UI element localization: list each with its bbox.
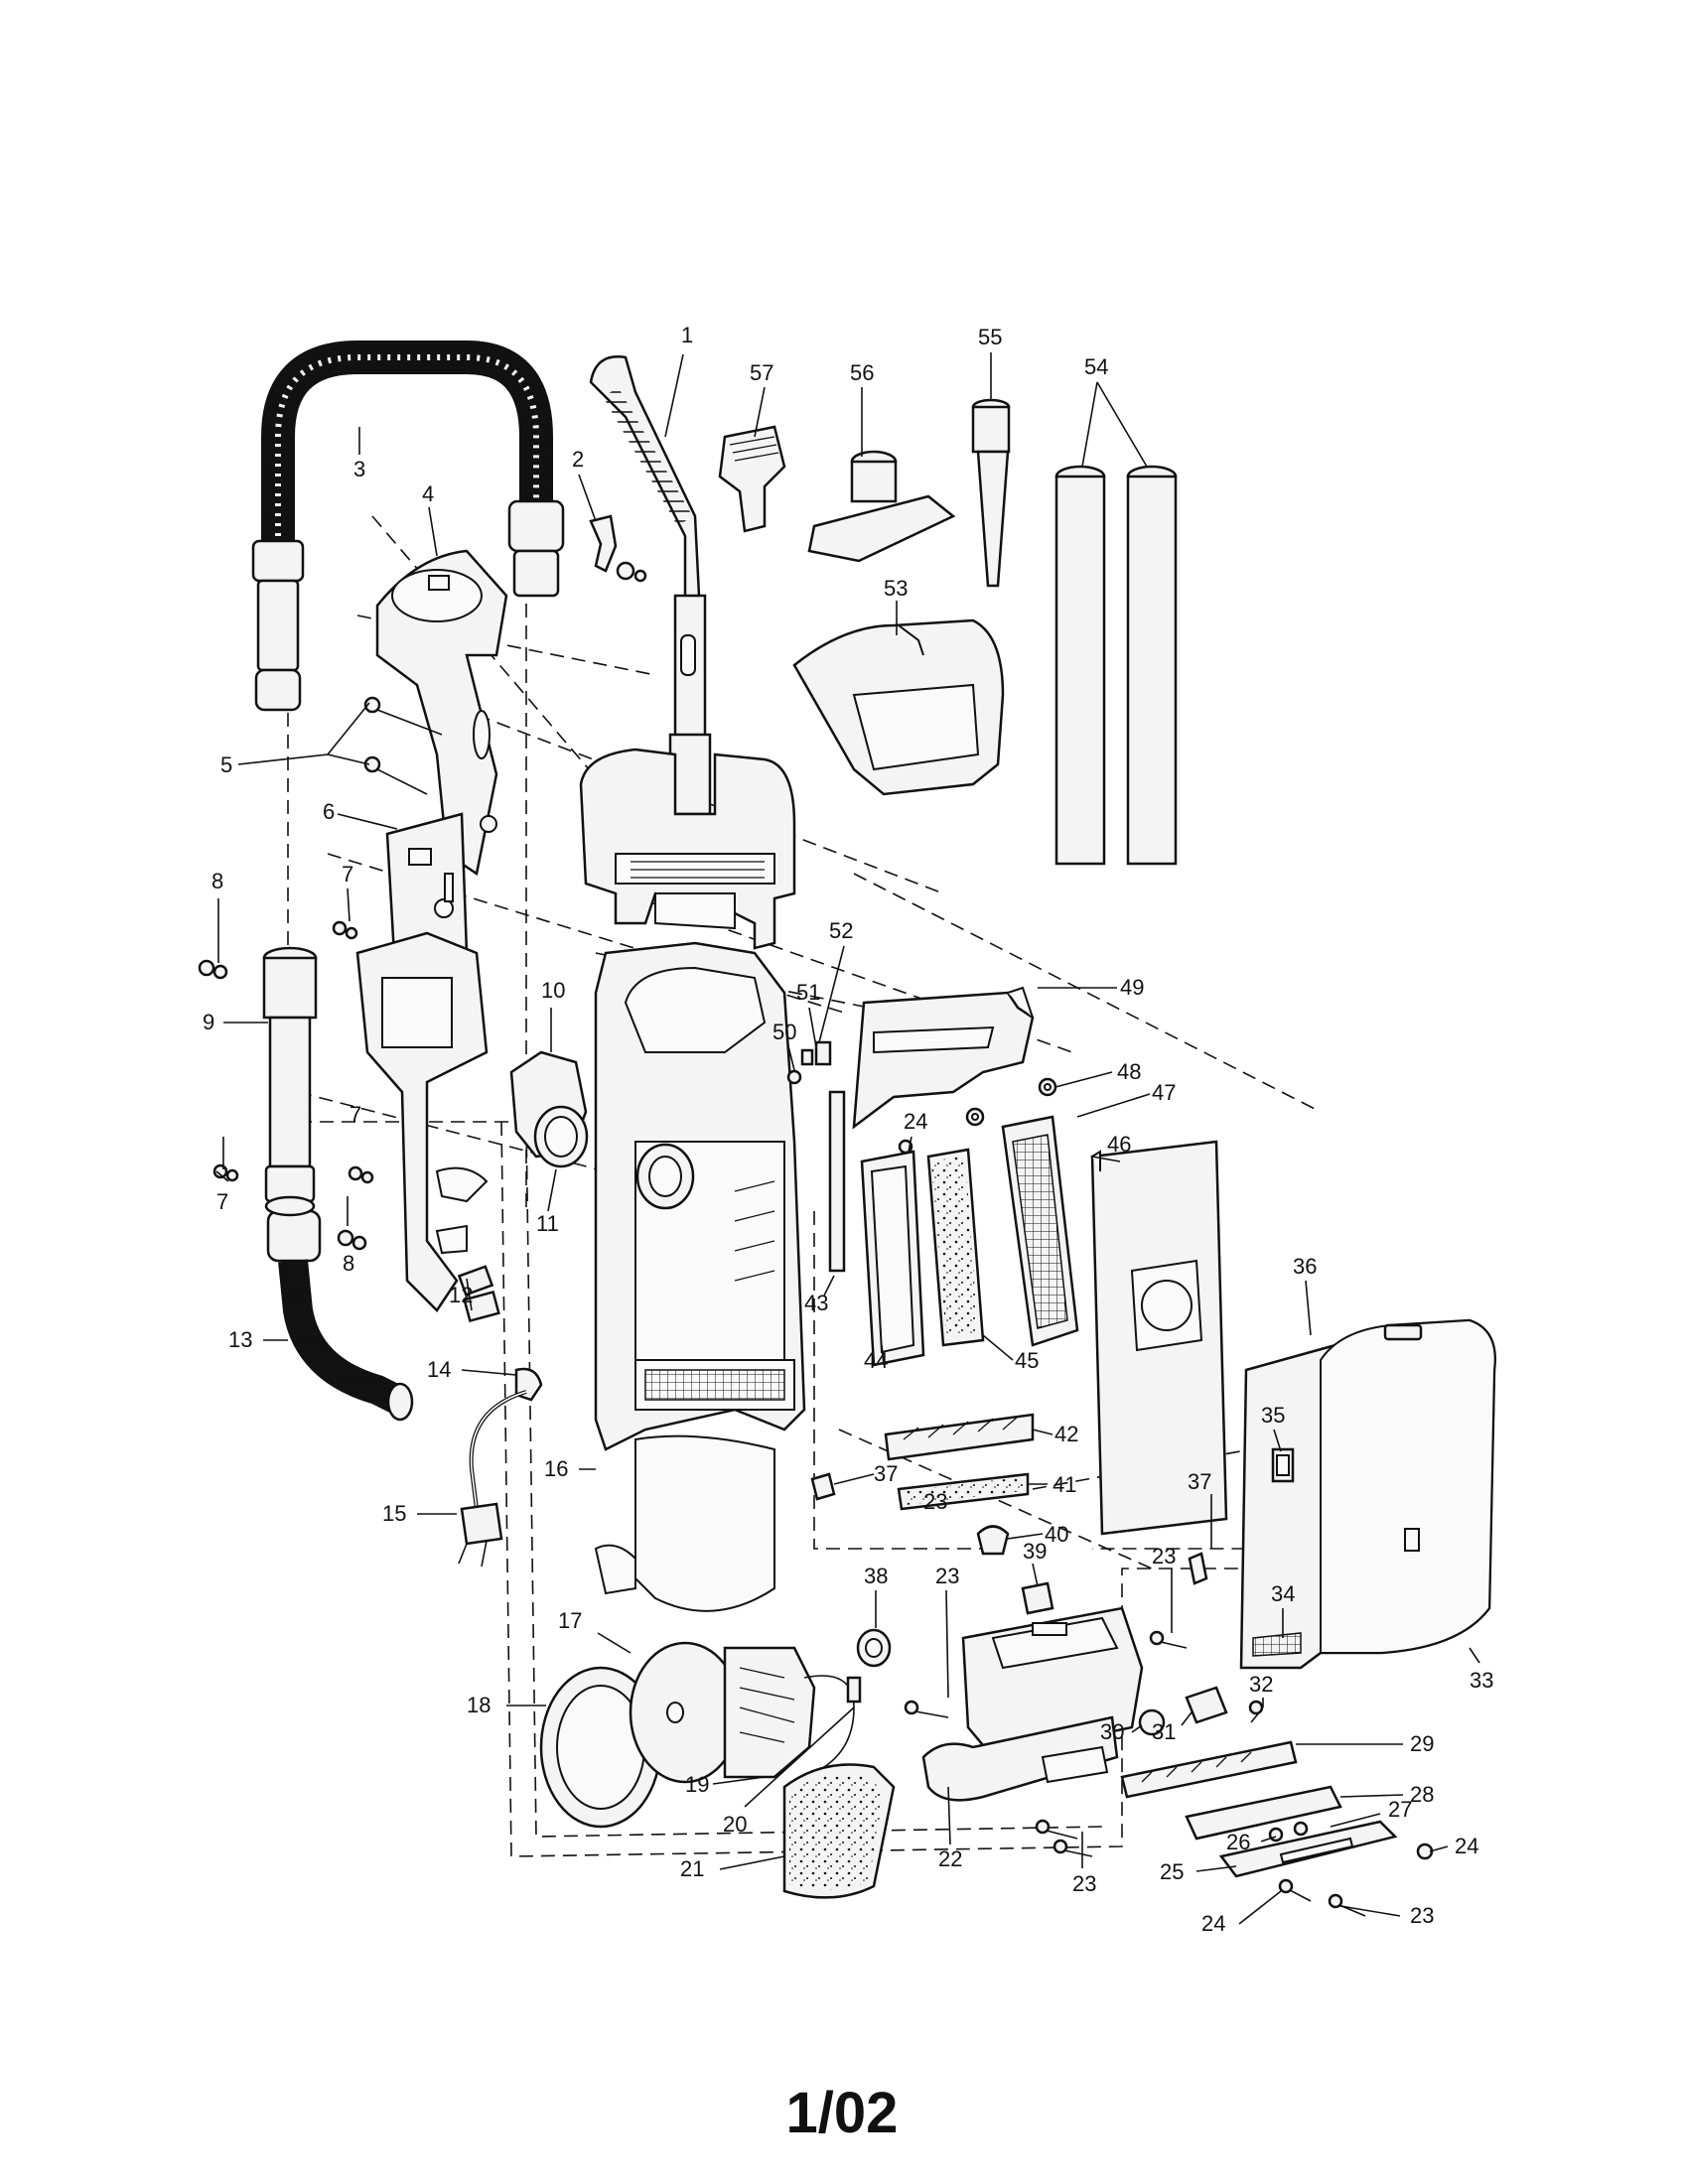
- callout-57: 57: [750, 360, 773, 385]
- screws-left: [198, 696, 443, 1251]
- callout-20: 20: [723, 1812, 747, 1837]
- callout-14: 14: [427, 1357, 451, 1382]
- dust-bag: [1090, 1140, 1228, 1536]
- callout-10: 10: [541, 978, 565, 1003]
- callout-32: 32: [1249, 1672, 1273, 1697]
- callout-42: 42: [1054, 1422, 1078, 1446]
- callout-39: 39: [1023, 1539, 1047, 1564]
- callout-23a: 23: [935, 1564, 959, 1588]
- filter-tray-parts: [884, 1413, 1035, 1556]
- nozzle-foot: [904, 1552, 1449, 1917]
- intake-coupling: [509, 1050, 589, 1168]
- callout-56: 56: [850, 360, 874, 385]
- callout-55: 55: [978, 325, 1002, 349]
- pre-motor-filters: [860, 1139, 985, 1367]
- callout-47: 47: [1152, 1080, 1176, 1105]
- callout-15: 15: [382, 1501, 406, 1526]
- callout-49: 49: [1120, 975, 1144, 1000]
- callout-24b: 24: [1455, 1834, 1478, 1858]
- top-filter-cover: [852, 986, 1035, 1130]
- callout-8b: 8: [343, 1251, 354, 1276]
- callout-21: 21: [680, 1856, 704, 1881]
- handle-release: [589, 514, 647, 583]
- callout-45: 45: [1015, 1348, 1039, 1373]
- motor-assembly: [539, 1581, 1054, 1899]
- callout-2: 2: [572, 447, 584, 472]
- callout-29: 29: [1410, 1731, 1434, 1756]
- callout-37b: 37: [1188, 1469, 1211, 1494]
- cord-wrap-frame: [355, 931, 494, 1312]
- callout-52: 52: [829, 918, 853, 943]
- callout-34: 34: [1271, 1581, 1295, 1606]
- callout-11: 11: [536, 1211, 559, 1236]
- upper-handle: [589, 355, 712, 816]
- callout-7a: 7: [342, 862, 353, 887]
- callout-54: 54: [1084, 354, 1108, 379]
- latch-strip: [786, 1040, 846, 1273]
- callout-18: 18: [467, 1693, 491, 1717]
- callout-53: 53: [884, 576, 908, 601]
- callout-13: 13: [228, 1327, 252, 1352]
- callout-17: 17: [558, 1608, 582, 1633]
- wand-tube: [262, 946, 318, 1217]
- callout-35: 35: [1261, 1403, 1285, 1428]
- page-number: 1/02: [785, 2081, 899, 2145]
- callout-9: 9: [203, 1010, 214, 1034]
- callout-31: 31: [1152, 1719, 1176, 1744]
- callout-27: 27: [1388, 1797, 1412, 1822]
- callout-28: 28: [1410, 1782, 1434, 1807]
- callout-24c: 24: [1201, 1911, 1225, 1936]
- callout-23b: 23: [1072, 1871, 1096, 1896]
- callout-5: 5: [220, 752, 232, 777]
- callout-7c: 7: [216, 1189, 228, 1214]
- callout-48: 48: [1117, 1059, 1141, 1084]
- accessory-tools: [718, 398, 1178, 866]
- wheel-axle-pin: [810, 1472, 836, 1501]
- callout-46: 46: [1107, 1132, 1131, 1157]
- callout-23c: 23: [1152, 1544, 1176, 1569]
- callout-23d: 23: [1410, 1903, 1434, 1928]
- callout-22: 22: [938, 1846, 962, 1871]
- callout-40: 40: [1045, 1522, 1068, 1547]
- hose-assembly: [251, 341, 565, 712]
- callout-38: 38: [864, 1564, 888, 1588]
- callout-3: 3: [353, 457, 365, 481]
- callout-50: 50: [772, 1020, 796, 1044]
- lower-hose: [266, 1209, 414, 1422]
- callout-33: 33: [1470, 1668, 1493, 1693]
- callout-43: 43: [804, 1291, 828, 1315]
- callout-12: 12: [449, 1283, 473, 1307]
- hose-holder-bracket: [375, 549, 508, 877]
- power-cord: [458, 1290, 543, 1568]
- callout-25: 25: [1160, 1859, 1184, 1884]
- exhaust-filter: [1001, 1115, 1079, 1347]
- callout-30: 30: [1100, 1719, 1124, 1744]
- callout-41: 41: [1052, 1472, 1076, 1497]
- callout-51: 51: [796, 980, 820, 1005]
- callout-36: 36: [1293, 1254, 1317, 1279]
- main-body: [594, 941, 806, 1612]
- callout-16: 16: [544, 1456, 568, 1481]
- callout-24a: 24: [904, 1109, 927, 1134]
- callout-19: 19: [685, 1772, 709, 1797]
- callout-6: 6: [323, 799, 335, 824]
- part-callouts: 1 2 3 4 5 6 7 7 7 8 8 9 10 11 12 13 14 1…: [203, 323, 1493, 1936]
- callout-4: 4: [422, 481, 434, 506]
- callout-leaders: [215, 352, 1480, 1925]
- callout-1: 1: [681, 323, 693, 347]
- upper-body-housing: [579, 748, 796, 950]
- callout-37a: 37: [874, 1461, 898, 1486]
- bag-door: [1239, 1318, 1496, 1670]
- callout-44: 44: [864, 1348, 888, 1373]
- callout-7b: 7: [350, 1102, 361, 1127]
- callout-26: 26: [1226, 1830, 1250, 1854]
- callout-8a: 8: [211, 869, 223, 893]
- callout-23e: 23: [923, 1489, 947, 1514]
